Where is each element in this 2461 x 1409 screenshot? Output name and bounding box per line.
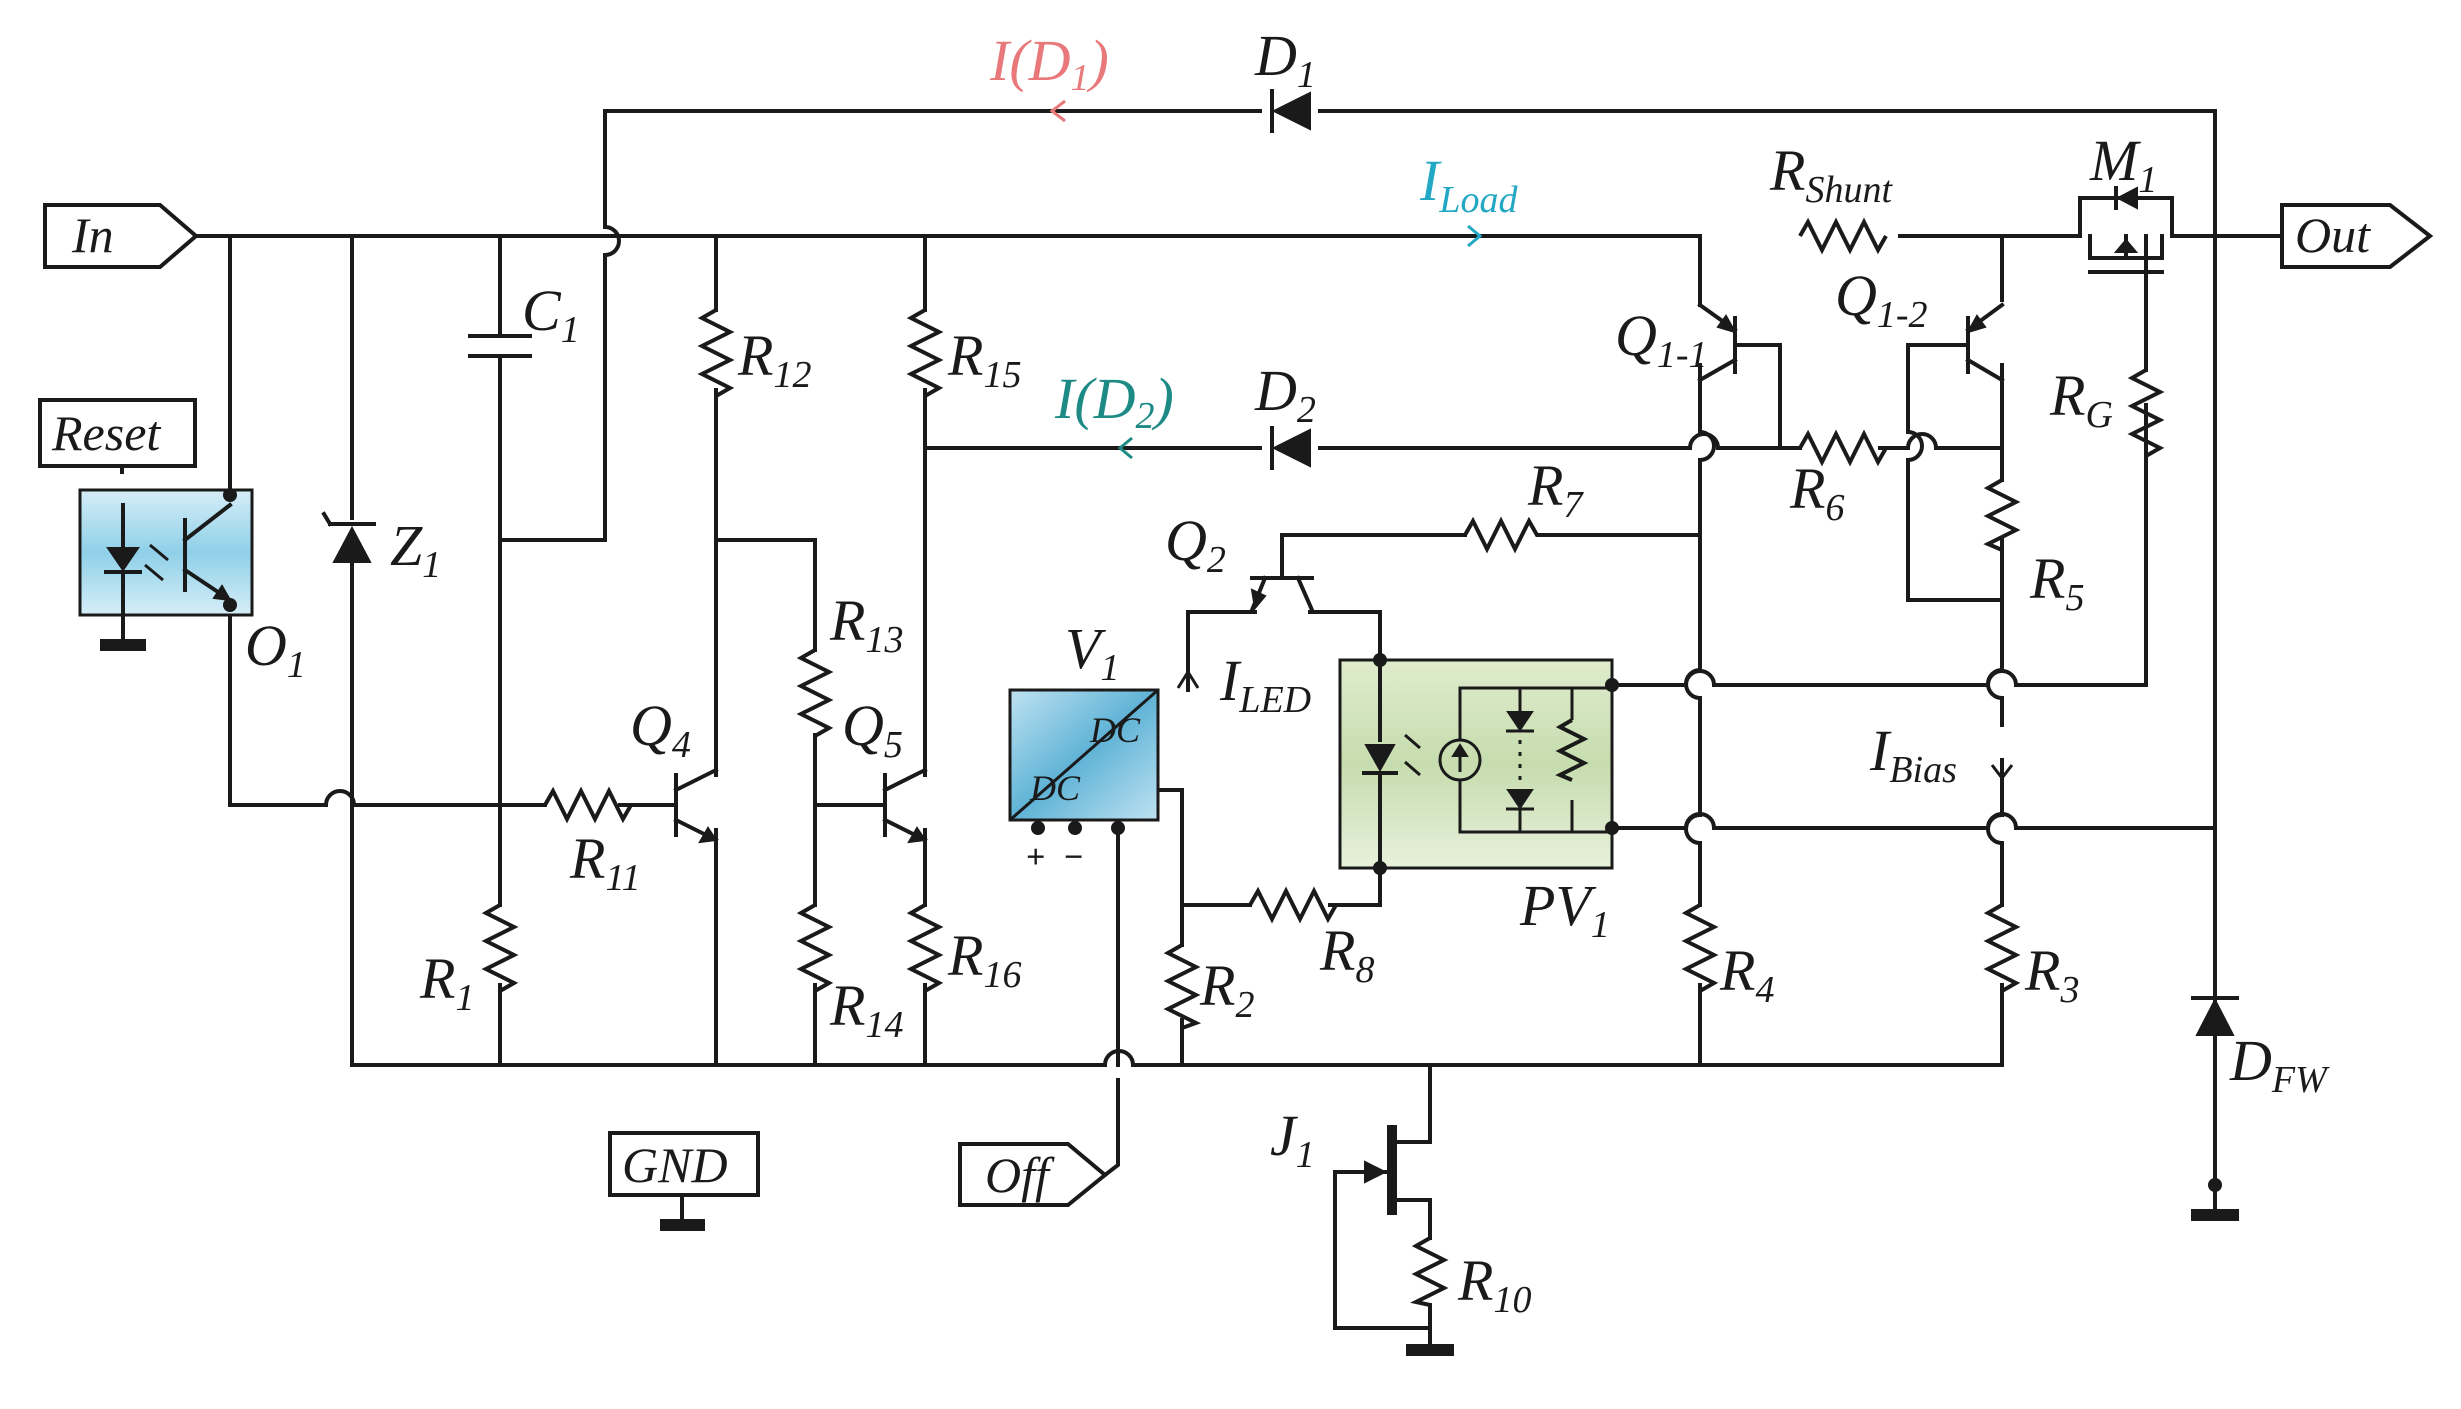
o1-label: O1 [245, 613, 306, 686]
converter-minus: − [1064, 839, 1083, 876]
converter-plus: + [1026, 839, 1045, 876]
i-bias-label: IBias [1869, 718, 1957, 791]
reset-port-label: Reset [51, 405, 161, 461]
c1-label: C1 [522, 278, 580, 351]
pv1-photovoltaic-driver [1338, 653, 1619, 875]
i-d2-label: I(D2) [1054, 366, 1174, 437]
r4-label: R4 [1719, 938, 1774, 1011]
r3-label: R3 [2024, 938, 2079, 1011]
r13-label: R13 [829, 588, 903, 661]
r2-resistor [1163, 943, 1202, 1030]
q1-1-label: Q1-1 [1615, 303, 1708, 376]
current-arrows [1049, 99, 2014, 781]
v1-label: V1 [1065, 616, 1119, 689]
r-shunt-resistor [1798, 217, 1888, 255]
r5-label: R5 [2029, 546, 2084, 619]
i-d2-arrow [1117, 436, 1133, 460]
converter-dc-bottom: DC [1029, 768, 1081, 808]
off-port-label: Off [985, 1147, 1055, 1203]
ports: In Out Reset GND Off [38, 203, 2434, 1207]
q5-label: Q5 [842, 693, 903, 766]
i-d1-arrow [1049, 99, 1066, 123]
r1-label: R1 [419, 946, 474, 1019]
r8-label: R8 [1319, 918, 1374, 991]
r16-resistor [906, 903, 944, 993]
r6-label: R6 [1789, 456, 1844, 529]
d2-label: D2 [1254, 358, 1316, 431]
o1-optocoupler [78, 488, 254, 651]
diodes [321, 89, 2239, 1067]
r10-label: R10 [1457, 1248, 1531, 1321]
c1-capacitor [468, 334, 532, 358]
q2-label: Q2 [1165, 508, 1226, 581]
pv1-label: PV1 [1519, 873, 1610, 946]
wires [120, 109, 2284, 1347]
r12-label: R12 [737, 323, 811, 396]
j1-label: J1 [1270, 1103, 1315, 1176]
gnd-port [608, 1131, 760, 1197]
r4-resistor [1681, 903, 1719, 993]
r2-label: R2 [1199, 953, 1254, 1026]
in-port-label: In [71, 207, 114, 263]
r1-resistor [481, 903, 519, 993]
component-labels: I(D1) D1 ILoad RShunt M1 C1 R12 R15 Q1-1… [245, 23, 2330, 1321]
r15-label: R15 [947, 323, 1021, 396]
resistors [481, 217, 2165, 1307]
i-bias-arrow [1990, 764, 2014, 781]
r7-label: R7 [1527, 453, 1584, 526]
i-led-arrow [1176, 669, 1200, 689]
v1-converter [1008, 688, 1160, 835]
q1-2-label: Q1-2 [1835, 263, 1928, 336]
q4-transistor [648, 767, 719, 844]
i-led-label: ILED [1219, 648, 1311, 721]
z1-zener-diode [321, 511, 376, 563]
out-port [2280, 203, 2434, 269]
d2-diode [1270, 426, 1311, 470]
q2-transistor [1249, 573, 1315, 613]
r14-resistor [796, 903, 834, 993]
r11-label: R11 [569, 826, 641, 899]
rg-label: RG [2049, 363, 2113, 436]
in-port [43, 203, 200, 269]
i-load-label: ILoad [1419, 148, 1518, 221]
r10-resistor [1410, 1236, 1449, 1307]
r14-label: R14 [829, 973, 903, 1046]
m1-mosfet [2058, 186, 2242, 302]
z1-label: Z1 [390, 513, 441, 586]
q5-transistor [868, 767, 928, 844]
q1-2-transistor [1965, 302, 2005, 383]
i-load-arrow [1467, 224, 1483, 248]
q4-label: Q4 [630, 693, 691, 766]
r16-label: R16 [947, 923, 1021, 996]
r7-resistor [1463, 516, 1540, 554]
ground-symbols [660, 1178, 2239, 1356]
i-d1-label: I(D1) [989, 28, 1109, 99]
d1-diode [1270, 89, 1311, 133]
r5-resistor [1983, 478, 2021, 552]
converter-dc-top: DC [1089, 710, 1141, 750]
d1-label: D1 [1254, 23, 1316, 96]
r-shunt-label: RShunt [1769, 138, 1893, 211]
m1-label: M1 [2089, 128, 2157, 201]
r15-resistor [906, 308, 944, 398]
r11-resistor [543, 786, 633, 824]
r3-resistor [1983, 903, 2021, 993]
off-port [958, 1142, 1109, 1207]
r13-resistor [796, 648, 834, 738]
reset-port [38, 398, 197, 468]
r6-resistor [1798, 429, 1888, 467]
rg-resistor [2127, 368, 2165, 458]
q1-1-transistor [1697, 298, 1738, 383]
r8-resistor [1248, 886, 1338, 924]
out-port-label: Out [2295, 207, 2371, 263]
j1-jfet [1364, 1125, 1397, 1215]
transistors [618, 186, 2242, 1215]
d-fw-label: DFW [2229, 1028, 2330, 1101]
gnd-port-label: GND [622, 1137, 728, 1193]
r12-resistor [697, 308, 735, 398]
